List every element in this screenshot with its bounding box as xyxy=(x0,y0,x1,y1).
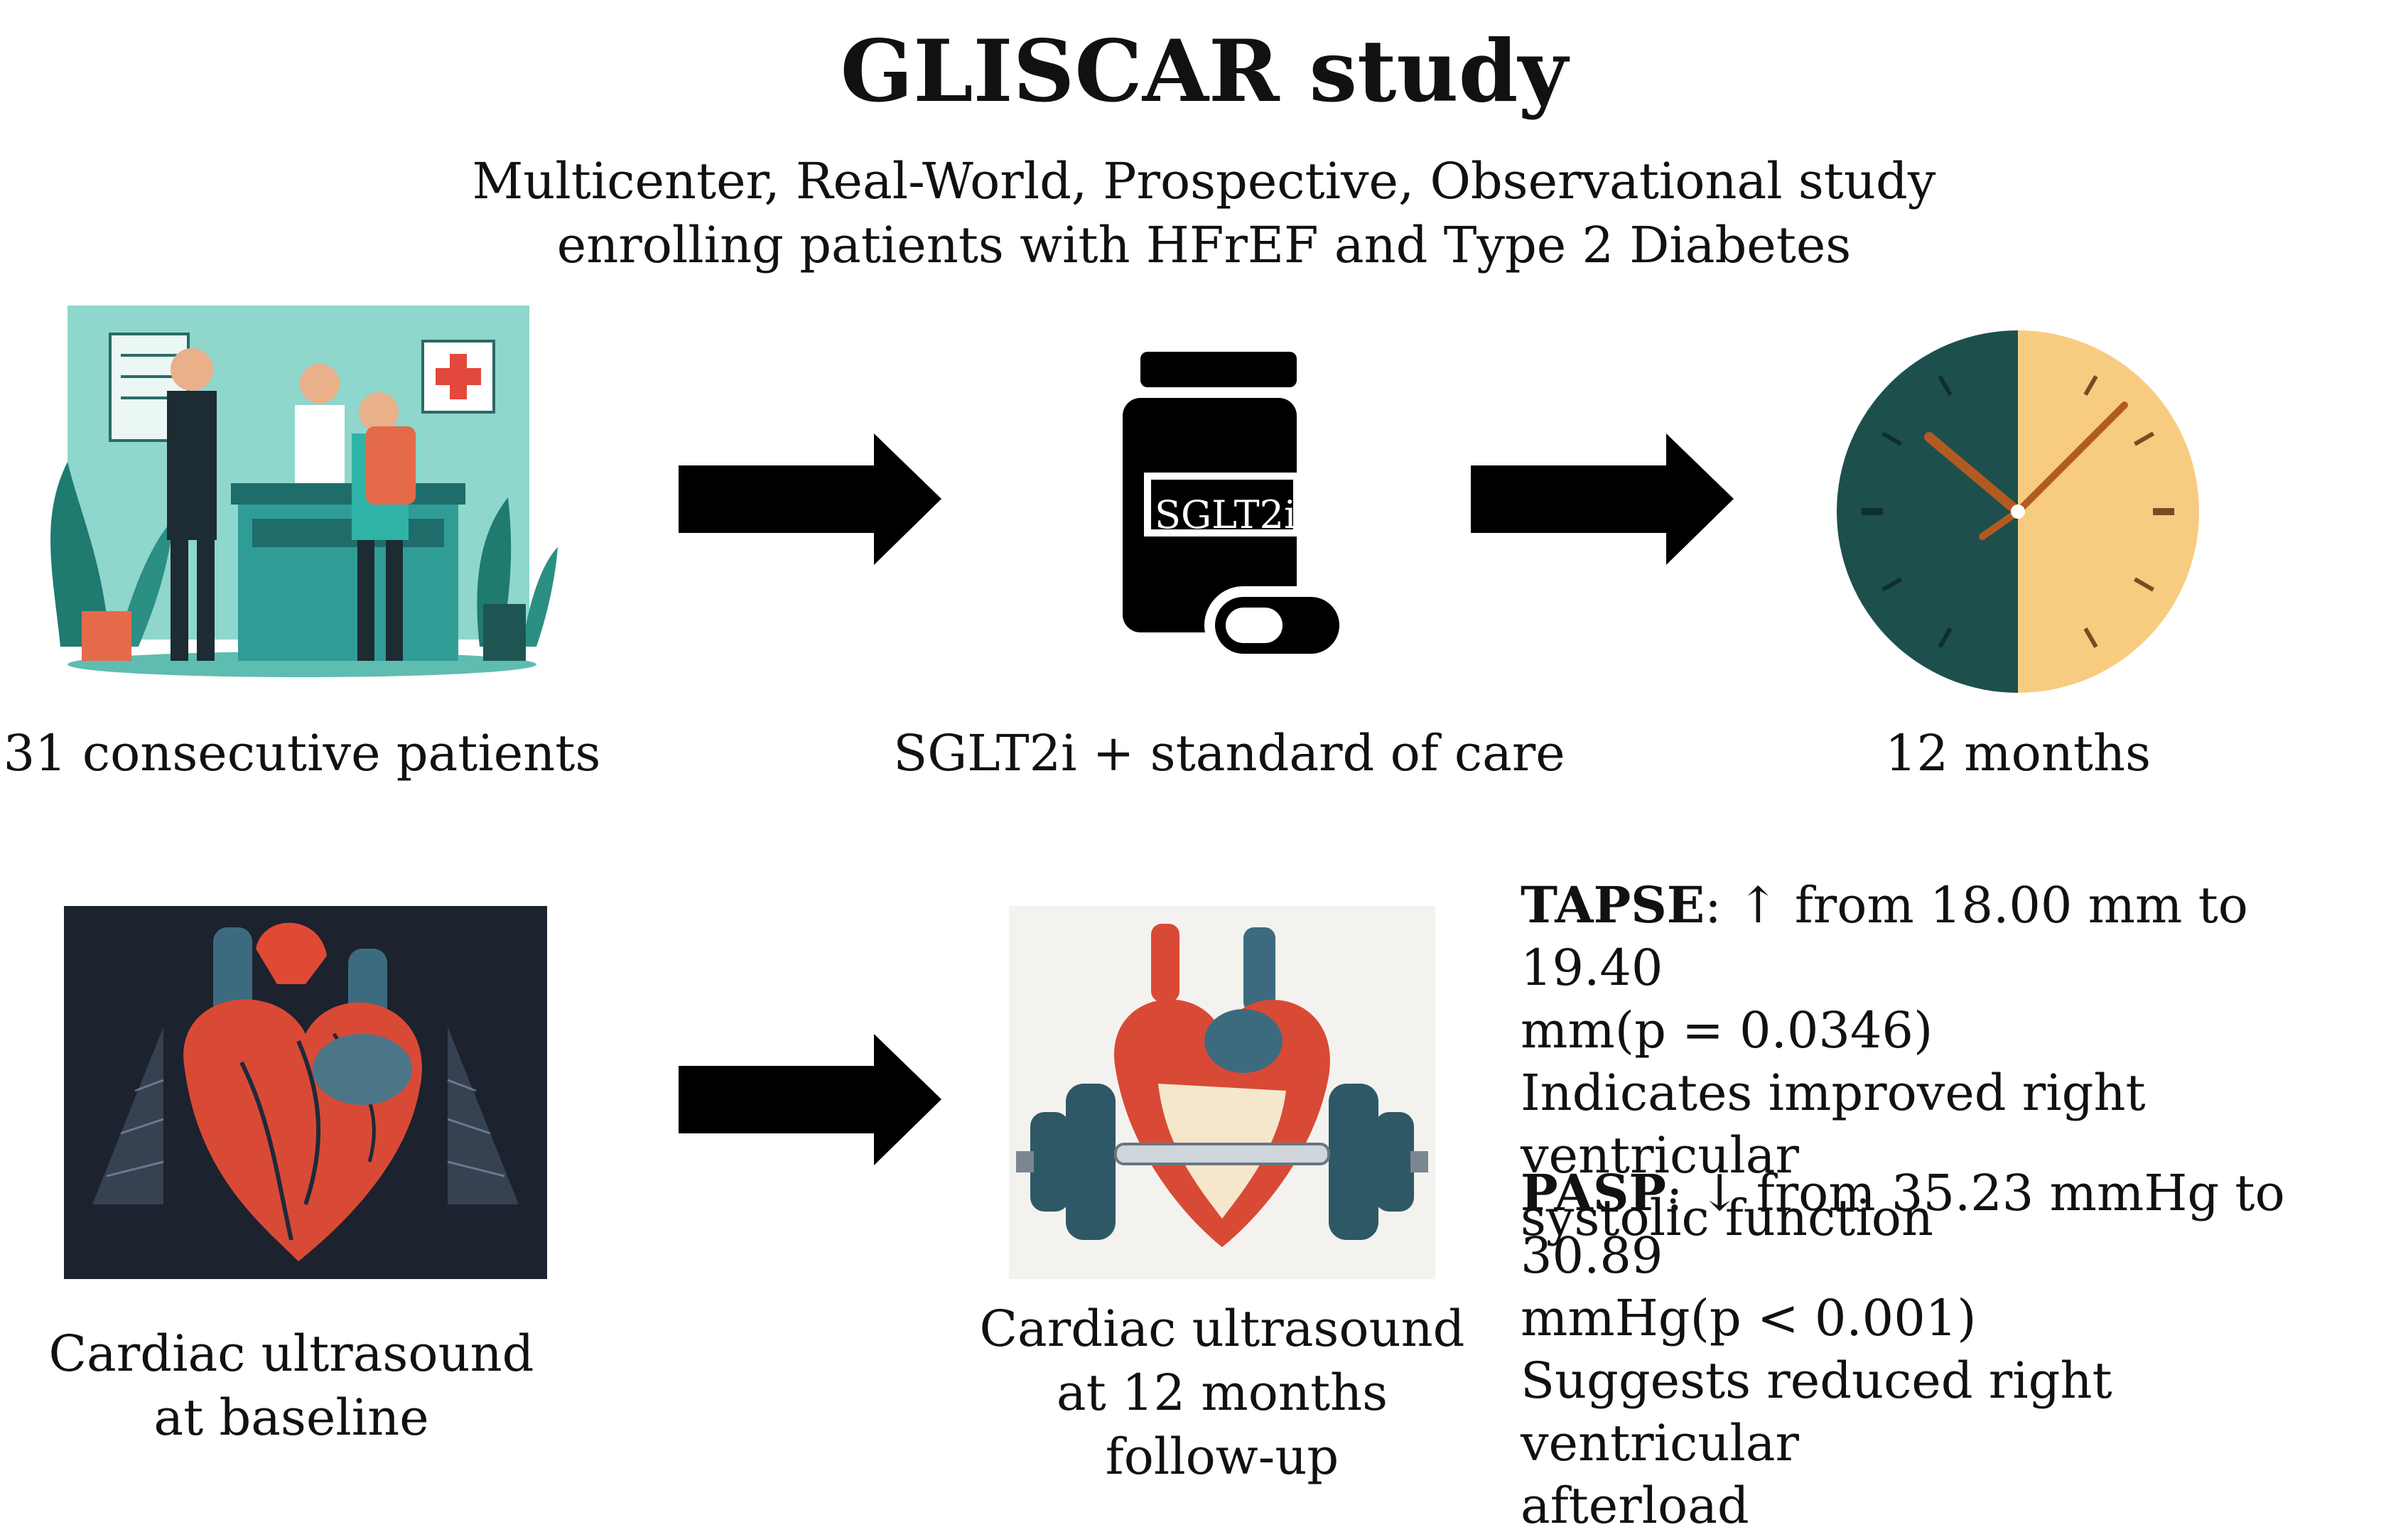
baseline-label: Cardiac ultrasound at baseline xyxy=(21,1322,561,1450)
pasp-result: PASP: ↓ from 35.23 mmHg to 30.89 mmHg(p … xyxy=(1521,1162,2402,1537)
pasp-line-3: Suggests reduced right ventricular xyxy=(1521,1352,2112,1472)
tapse-line-4: systolic function xyxy=(1521,1189,1933,1247)
page-title: GLISCAR study xyxy=(840,21,1568,122)
tapse-line-1: TAPSE: ↑ from 18.00 mm to 19.40 xyxy=(1521,874,2402,999)
followup-label-line-1: Cardiac ultrasound xyxy=(979,1300,1465,1358)
pasp-line-2: mmHg(p < 0.001) xyxy=(1521,1289,1977,1347)
heart-ultrasound-illustration xyxy=(64,906,547,1279)
followup-label-line-2: at 12 months xyxy=(1056,1364,1388,1422)
tapse-line-2: mm(p = 0.0346) xyxy=(1521,1001,1933,1059)
drug-label: SGLT2i + standard of care xyxy=(893,724,1565,782)
clock-icon xyxy=(1837,330,2199,693)
pasp-name: PASP xyxy=(1521,1163,1667,1222)
followup-label: Cardiac ultrasound at 12 months follow-u… xyxy=(945,1297,1499,1489)
arrow-right-icon xyxy=(1471,433,1734,565)
clock-tick xyxy=(2134,577,2155,592)
clock-tick xyxy=(2083,374,2098,396)
duration-label: 12 months xyxy=(1884,724,2151,782)
tapse-change: : ↑ from 18.00 mm to 19.40 xyxy=(1521,876,2248,997)
baseline-label-line-2: at baseline xyxy=(153,1388,429,1447)
clock-tick xyxy=(1938,627,1953,649)
pasp-line-1: PASP: ↓ from 35.23 mmHg to 30.89 xyxy=(1521,1162,2402,1287)
clock-tick xyxy=(1938,374,1953,396)
heart-dumbbell-illustration xyxy=(1009,906,1435,1279)
tapse-result: TAPSE: ↑ from 18.00 mm to 19.40 mm(p = 0… xyxy=(1521,874,2402,1249)
subtitle-line-1: Multicenter, Real-World, Prospective, Ob… xyxy=(472,152,1936,210)
followup-label-line-3: follow-up xyxy=(1105,1428,1339,1486)
clock-tick xyxy=(1881,577,1902,592)
page-subtitle: Multicenter, Real-World, Prospective, Ob… xyxy=(0,149,2408,277)
pill-bottle-text: SGLT2i xyxy=(1155,492,1297,537)
clock-tick xyxy=(2134,431,2155,446)
pill-bottle-icon xyxy=(1123,352,1350,664)
clock-tick xyxy=(2083,627,2098,649)
tapse-line-3: Indicates improved right ventricular xyxy=(1521,1064,2146,1185)
pasp-line-4: afterload xyxy=(1521,1477,1749,1535)
clock-tick xyxy=(1881,431,1902,446)
arrow-right-icon xyxy=(679,433,941,565)
clinic-illustration xyxy=(50,306,558,677)
subtitle-line-2: enrolling patients with HFrEF and Type 2… xyxy=(556,216,1852,274)
arrow-right-icon xyxy=(679,1034,941,1165)
pasp-change: : ↓ from 35.23 mmHg to 30.89 xyxy=(1521,1164,2285,1285)
clock-ticks xyxy=(1862,374,2174,649)
patients-label: 31 consecutive patients xyxy=(3,724,601,782)
tapse-name: TAPSE xyxy=(1521,875,1705,934)
baseline-label-line-1: Cardiac ultrasound xyxy=(48,1325,534,1383)
